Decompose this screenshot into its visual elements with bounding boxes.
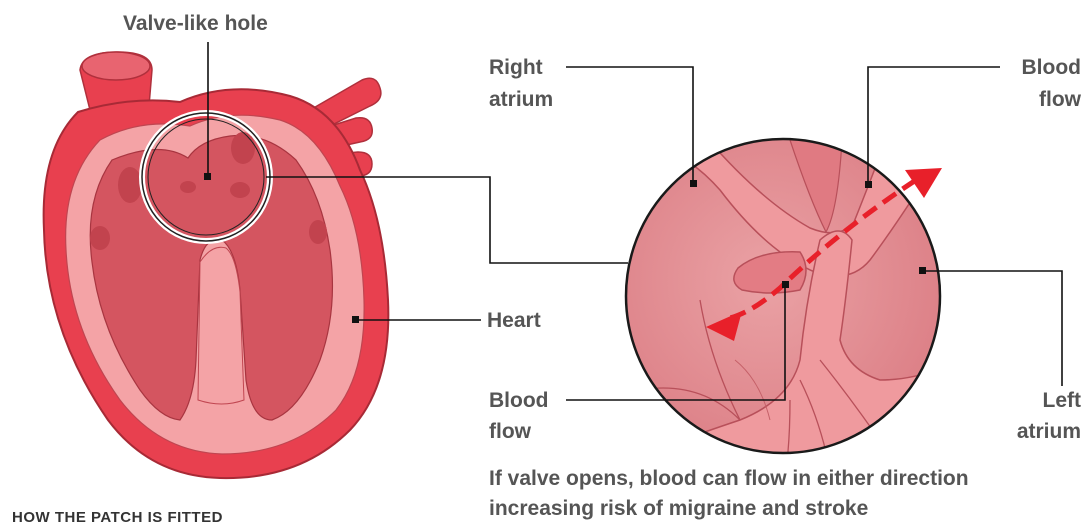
label-blood-flow-top-line1: Blood xyxy=(1022,52,1081,83)
label-blood-flow-top-line2: flow xyxy=(1039,84,1081,115)
caption-line2: increasing risk of migraine and stroke xyxy=(489,493,868,524)
label-blood-flow-bottom-line1: Blood xyxy=(489,385,548,416)
caption-line1: If valve opens, blood can flow in either… xyxy=(489,463,969,494)
leader-blood-flow-top xyxy=(868,67,1000,185)
label-left-atrium-line2: atrium xyxy=(1017,416,1081,447)
leader-right-atrium xyxy=(566,67,693,184)
label-right-atrium-line1: Right xyxy=(489,52,543,83)
label-valve-like-hole: Valve-like hole xyxy=(123,8,268,39)
leader-left-atrium xyxy=(922,271,1062,386)
label-left-atrium-line1: Left xyxy=(1043,385,1082,416)
label-blood-flow-bottom-line2: flow xyxy=(489,416,531,447)
section-title-patch-fitted: HOW THE PATCH IS FITTED xyxy=(12,508,223,528)
label-heart: Heart xyxy=(487,305,541,336)
label-right-atrium-line2: atrium xyxy=(489,84,553,115)
